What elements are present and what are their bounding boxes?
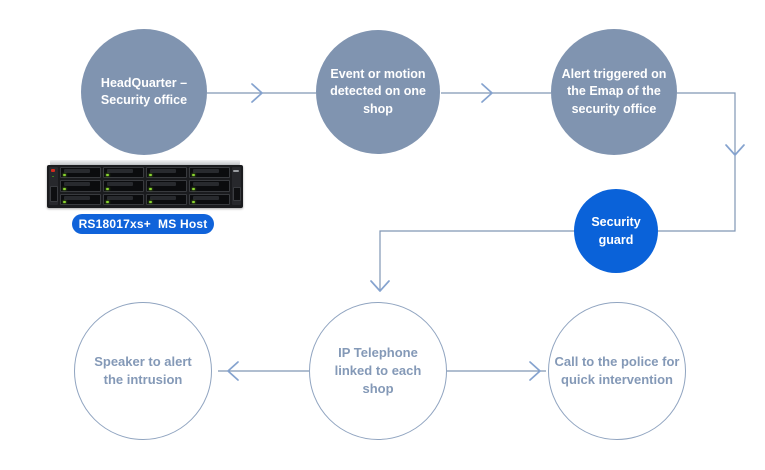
node-ip-telephone-label: IP Telephone linked to each shop (334, 345, 422, 396)
arrow-headquarter-to-event (207, 83, 316, 103)
node-call-police: Call to the police for quick interventio… (548, 302, 686, 440)
arrow-phone-to-police (447, 361, 546, 381)
node-security-guard-label: Security guard (591, 214, 641, 247)
drive-tray (146, 193, 187, 205)
node-ip-telephone: IP Telephone linked to each shop (309, 302, 447, 440)
nas-server-image (47, 160, 243, 208)
device-label-badge: RS18017xs+ MS Host (72, 214, 214, 234)
drive-tray (103, 180, 144, 192)
arrow-phone-to-speaker (218, 361, 309, 381)
server-front-panel (47, 165, 243, 208)
drive-tray (60, 193, 101, 205)
arrow-alert-to-guard-to-phone (370, 92, 745, 292)
drive-tray (189, 167, 230, 179)
node-speaker-alert: Speaker to alert the intrusion (74, 302, 212, 440)
drive-tray (60, 167, 101, 179)
drive-tray (146, 167, 187, 179)
node-security-guard: Security guard (574, 189, 658, 273)
drive-tray (189, 193, 230, 205)
node-event-detected: Event or motion detected on one shop (316, 30, 440, 154)
drive-tray (146, 180, 187, 192)
server-top-edge (50, 160, 240, 165)
node-speaker-alert-label: Speaker to alert the intrusion (94, 354, 192, 387)
node-alert-triggered: Alert triggered on the Emap of the secur… (551, 29, 677, 155)
server-left-ear (49, 167, 58, 205)
drive-tray (103, 167, 144, 179)
node-headquarter-label: HeadQuarter – Security office (100, 75, 188, 107)
node-alert-triggered-label: Alert triggered on the Emap of the secur… (561, 67, 667, 116)
drive-tray (189, 180, 230, 192)
drive-tray (103, 193, 144, 205)
arrow-event-to-alert (441, 83, 551, 103)
node-headquarter: HeadQuarter – Security office (81, 29, 207, 155)
node-call-police-label: Call to the police for quick interventio… (554, 354, 680, 387)
drive-tray (60, 180, 101, 192)
server-drive-bays (60, 167, 230, 205)
server-right-ear (232, 167, 241, 205)
node-event-detected-label: Event or motion detected on one shop (330, 67, 426, 116)
